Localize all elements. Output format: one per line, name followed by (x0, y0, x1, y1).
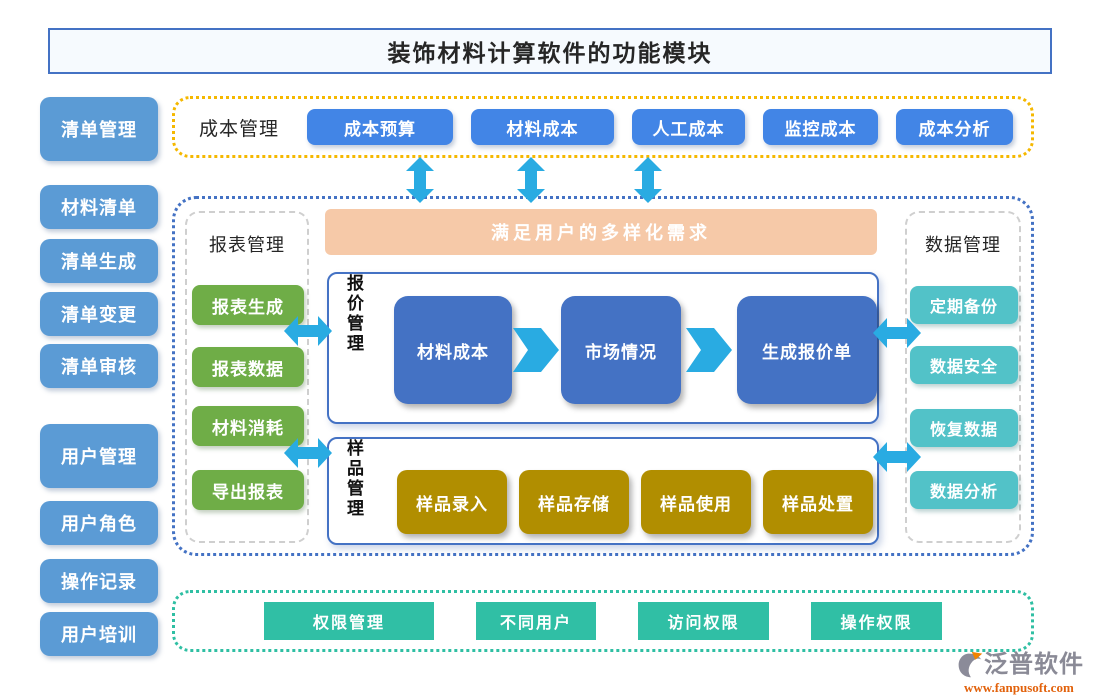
footer-brand: 泛普软件 www.fanpusoft.com (956, 650, 1096, 697)
report-management-column: 报表管理 报表生成 报表数据 材料消耗 导出报表 (185, 211, 309, 543)
cost-node-budget: 成本预算 (307, 109, 453, 145)
sidebar-item-user-role: 用户角色 (40, 501, 158, 545)
sidebar-item-material-list: 材料清单 (40, 185, 158, 229)
double-arrow-vertical-icon (517, 157, 545, 203)
cost-node-labor: 人工成本 (632, 109, 745, 145)
core-modules-section (172, 196, 1034, 556)
cost-section-label: 成本管理 (198, 118, 279, 140)
sample-node-dispose: 样品处置 (763, 470, 873, 534)
chevron-right-arrow-icon (513, 328, 559, 372)
report-node-consume: 材料消耗 (192, 406, 304, 446)
data-node-analysis: 数据分析 (910, 471, 1018, 509)
permission-section: 权限管理 不同用户 访问权限 操作权限 (172, 590, 1034, 652)
sidebar-item-operation-record: 操作记录 (40, 559, 158, 603)
sidebar-item-list-management: 清单管理 (40, 97, 158, 161)
banner-user-needs: 满足用户的多样化需求 (325, 209, 877, 255)
sidebar-item-user-training: 用户培训 (40, 612, 158, 656)
report-node-generate: 报表生成 (192, 285, 304, 325)
quote-step-market: 市场情况 (561, 296, 681, 404)
cost-node-material: 材料成本 (471, 109, 614, 145)
sidebar-item-user-management: 用户管理 (40, 424, 158, 488)
double-arrow-horizontal-icon (284, 316, 332, 346)
double-arrow-horizontal-icon (873, 442, 921, 472)
double-arrow-horizontal-icon (284, 438, 332, 468)
cost-node-monitor: 监控成本 (763, 109, 878, 145)
fanpu-logo-icon (958, 651, 983, 678)
sidebar-item-list-generate: 清单生成 (40, 239, 158, 283)
sample-management-panel: 样品管理 样品录入 样品存储 样品使用 样品处置 (327, 437, 879, 545)
permission-node-management: 权限管理 (264, 602, 434, 640)
sample-panel-label: 样品管理 (344, 439, 363, 519)
permission-node-users: 不同用户 (476, 602, 596, 640)
sidebar-item-list-review: 清单审核 (40, 344, 158, 388)
quote-management-panel: 报价管理 材料成本 市场情况 生成报价单 (327, 272, 879, 424)
sample-node-storage: 样品存储 (519, 470, 629, 534)
double-arrow-vertical-icon (634, 157, 662, 203)
permission-node-operation: 操作权限 (811, 602, 942, 640)
chevron-right-arrow-icon (686, 328, 732, 372)
brand-name: 泛普软件 (984, 652, 1084, 678)
permission-node-access: 访问权限 (638, 602, 769, 640)
sample-node-use: 样品使用 (641, 470, 751, 534)
cost-management-section: 成本管理 成本预算 材料成本 人工成本 监控成本 成本分析 (172, 96, 1034, 158)
sidebar-item-list-change: 清单变更 (40, 292, 158, 336)
sample-node-entry: 样品录入 (397, 470, 507, 534)
data-column-label: 数据管理 (925, 235, 1001, 255)
data-node-security: 数据安全 (910, 346, 1018, 384)
data-node-backup: 定期备份 (910, 286, 1018, 324)
cost-node-analysis: 成本分析 (896, 109, 1013, 145)
quote-step-generate: 生成报价单 (737, 296, 877, 404)
report-node-data: 报表数据 (192, 347, 304, 387)
quote-panel-label: 报价管理 (344, 274, 363, 354)
page-title: 装饰材料计算软件的功能模块 (48, 28, 1052, 74)
quote-step-material-cost: 材料成本 (394, 296, 512, 404)
report-column-label: 报表管理 (209, 235, 285, 255)
report-node-export: 导出报表 (192, 470, 304, 510)
data-node-restore: 恢复数据 (910, 409, 1018, 447)
double-arrow-vertical-icon (406, 157, 434, 203)
double-arrow-horizontal-icon (873, 318, 921, 348)
brand-url[interactable]: www.fanpusoft.com (964, 680, 1074, 695)
data-management-column: 数据管理 定期备份 数据安全 恢复数据 数据分析 (905, 211, 1021, 543)
